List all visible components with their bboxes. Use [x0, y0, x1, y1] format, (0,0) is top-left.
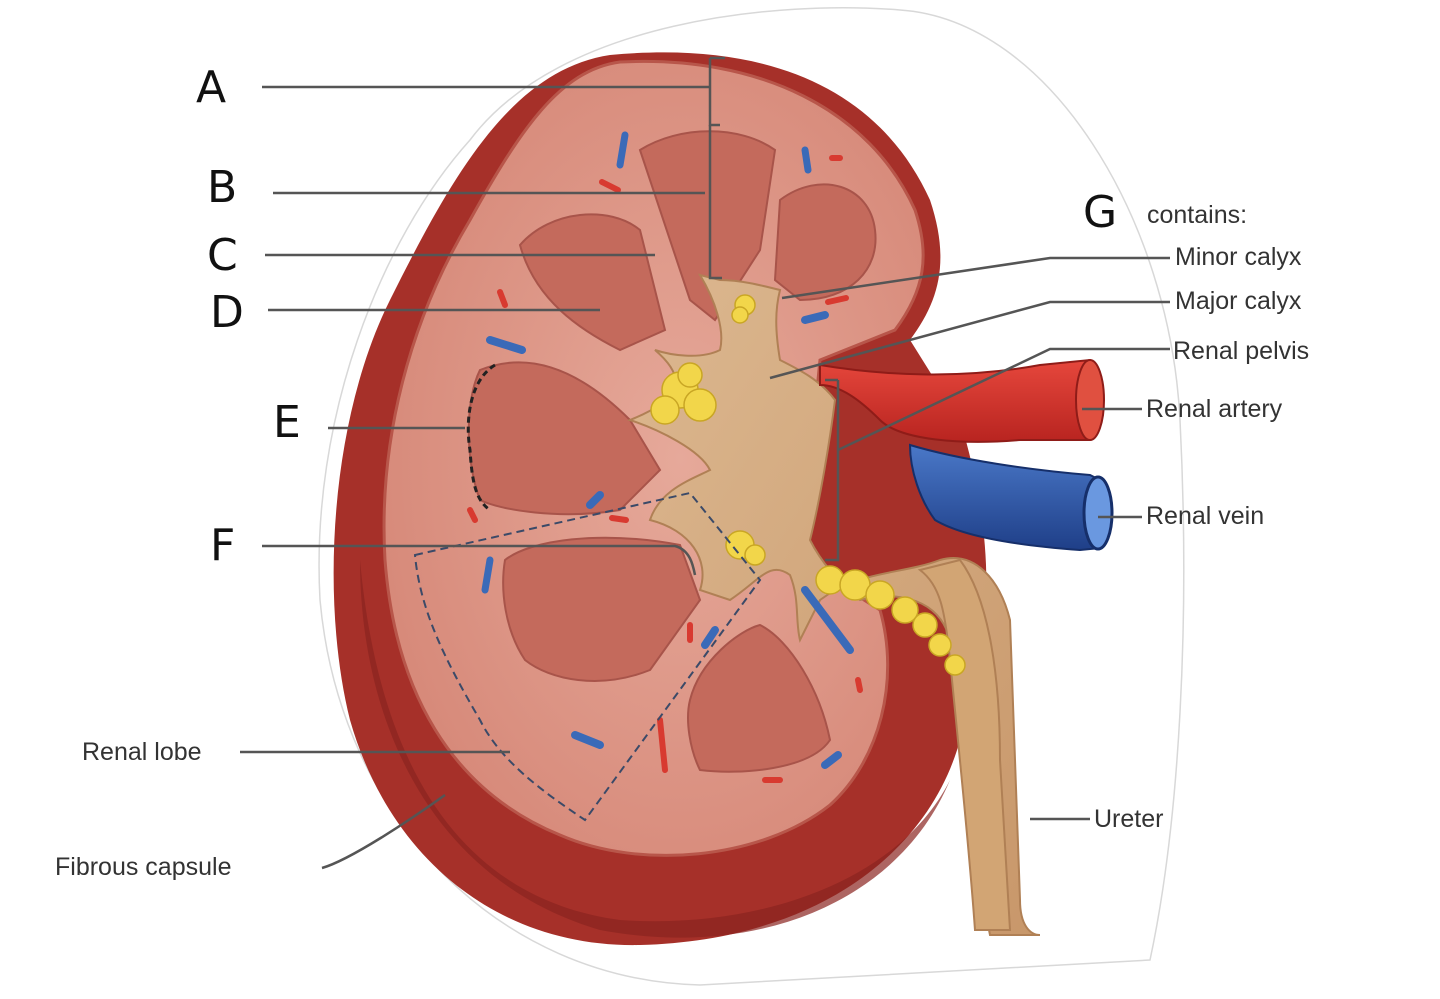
- background-outline: [318, 7, 1185, 986]
- interlobar-vessels: [467, 131, 863, 783]
- label-letter-a: A: [196, 62, 227, 113]
- renal-pelvis-shape: [627, 273, 1041, 936]
- label-renal-vein: Renal vein: [1146, 502, 1265, 530]
- label-letter-d: D: [210, 287, 244, 338]
- label-minor-calyx: Minor calyx: [1175, 243, 1302, 271]
- label-fibrous-capsule: Fibrous capsule: [55, 853, 232, 881]
- label-letter-c: C: [207, 230, 238, 281]
- renal-artery-opening: [1075, 359, 1105, 441]
- label-letter-f: F: [210, 520, 236, 571]
- label-renal-pelvis: Renal pelvis: [1173, 337, 1310, 365]
- pyramid-top: [638, 130, 777, 322]
- label-ureter: Ureter: [1094, 805, 1164, 833]
- label-renal-artery: Renal artery: [1146, 395, 1283, 423]
- label-major-calyx: Major calyx: [1175, 287, 1302, 315]
- label-letter-g: G: [1083, 187, 1118, 238]
- label-renal-lobe: Renal lobe: [82, 738, 202, 766]
- label-letter-b: B: [207, 162, 238, 213]
- renal-lobe-outline: [413, 491, 762, 822]
- pyramid-upper-left: [518, 213, 667, 352]
- pyramid-lower-right: [687, 623, 832, 773]
- renal-column-dashed: [466, 363, 496, 512]
- pyramid-lower-left: [502, 536, 702, 682]
- ureter-shape: [917, 558, 1012, 931]
- renal-sinus-fat: [650, 294, 966, 676]
- pyramid-upper-right: [773, 183, 877, 302]
- leader-lines: [240, 56, 1170, 870]
- renal-vein-opening: [1082, 475, 1114, 551]
- label-letter-e: E: [273, 397, 301, 448]
- label-g-contains: contains:: [1147, 201, 1248, 229]
